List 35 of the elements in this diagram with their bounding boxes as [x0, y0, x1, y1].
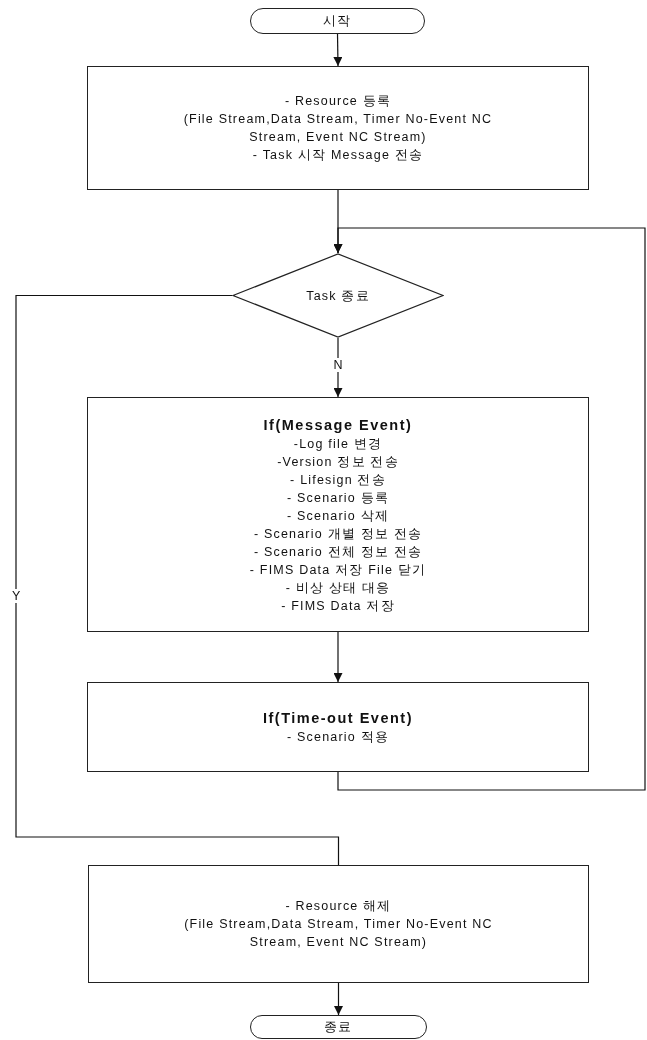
step-text: - Scenario 삭제: [286, 507, 389, 525]
box-heading: If(Time-out Event): [263, 709, 413, 728]
label-text: 시작: [323, 13, 352, 30]
step-text: - Resource 해제: [285, 898, 392, 915]
arrow: [333, 631, 343, 683]
arrow: [333, 337, 343, 398]
step-text: (File Stream,Data Stream, Timer No-Event NC Stream, Event NC Stream): [182, 111, 494, 146]
label-text: Task 종료: [306, 287, 370, 305]
terminal-shape: [250, 1015, 427, 1039]
step-text: - Scenario 적용: [286, 729, 389, 746]
step-text: -Version 정보 전송: [277, 453, 399, 471]
process-box: [87, 397, 589, 632]
step-text: - Scenario 등록: [286, 489, 389, 507]
step-text: - Scenario 전체 정보 전송: [253, 543, 423, 561]
box-heading: If(Message Event): [263, 415, 413, 435]
arrow: [333, 227, 646, 791]
step-text: -Log file 변경: [293, 435, 383, 453]
step-text: - Lifesign 전송: [290, 471, 386, 489]
arrow: [333, 33, 343, 67]
step-text: (File Stream,Data Stream, Timer No-Event NC Stream, Event NC Stream): [183, 916, 494, 951]
step-text: - Task 시작 Message 전송: [252, 147, 424, 164]
edge-label: N: [331, 357, 345, 372]
edge-label: Y: [10, 589, 23, 604]
process-box: [87, 682, 589, 772]
step-text: - Resource 등록: [284, 93, 392, 110]
process-box: [87, 66, 589, 190]
arrow: [334, 982, 343, 1016]
step-text: - FIMS Data 저장: [281, 597, 395, 615]
step-text: - Scenario 개별 정보 전송: [253, 525, 423, 543]
decision-diamond: [232, 253, 444, 338]
process-box: [88, 865, 589, 983]
terminal-shape: [250, 8, 425, 34]
label-text: 종료: [324, 1019, 353, 1036]
step-text: - FIMS Data 저장 File 닫기: [249, 561, 427, 579]
step-text: - 비상 상태 대응: [285, 579, 391, 597]
